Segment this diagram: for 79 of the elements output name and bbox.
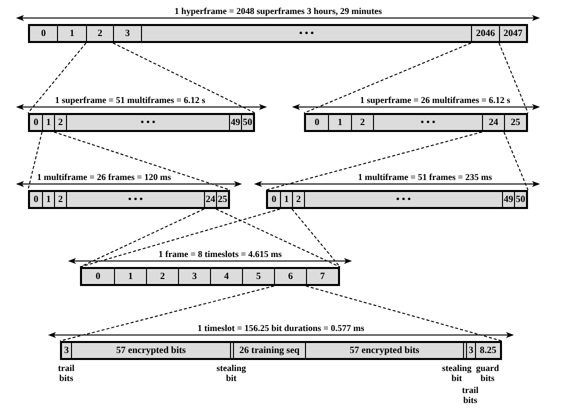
- slot-cell: • • •: [141, 24, 471, 43]
- slot-cell: 7: [306, 267, 338, 286]
- dashed-connector: [80, 208, 280, 268]
- slot-cell: 1: [114, 267, 146, 286]
- slot-cell: 0: [30, 24, 57, 43]
- duration-label: 1 multiframe = 26 frames = 120 ms: [37, 172, 171, 182]
- slot-cell: 57 encrypted bits: [71, 341, 230, 360]
- duration-label: 1 frame = 8 timeslots = 4.615 ms: [158, 249, 282, 259]
- slot-cell: 3: [178, 267, 210, 286]
- field-label: stealing bit: [216, 363, 246, 383]
- duration-label: 1 superframe = 26 multiframes = 6.12 s: [360, 95, 510, 105]
- frame-bar: [80, 267, 340, 286]
- slot-cell: 24: [204, 190, 216, 209]
- slot-cell: 3: [113, 24, 141, 43]
- duration-label: 1 superframe = 51 multiframes = 6.12 s: [55, 95, 206, 105]
- slot-cell: 2046: [471, 24, 499, 43]
- slot-cell: 50: [241, 113, 253, 132]
- slot-cell: 57 encrypted bits: [305, 341, 463, 360]
- slot-cell: 2: [54, 190, 66, 209]
- slot-cell: 1: [280, 190, 292, 209]
- slot-cell: • • •: [66, 190, 204, 209]
- dashed-connector: [216, 208, 340, 268]
- dashed-connector: [306, 286, 502, 342]
- frame-bar: [28, 190, 230, 209]
- dashed-connector: [292, 208, 340, 268]
- slot-cell: 2: [54, 113, 66, 132]
- slot-cell: 4: [210, 267, 242, 286]
- slot-cell: 26 training seq: [233, 341, 305, 360]
- frame-bar: [28, 24, 528, 43]
- slot-cell: • • •: [373, 113, 482, 132]
- dashed-connector: [112, 42, 256, 114]
- slot-cell: 2: [292, 190, 304, 209]
- slot-cell: 0: [30, 113, 42, 132]
- dashed-connector: [266, 132, 482, 190]
- slot-cell: 0: [268, 190, 280, 209]
- dashed-connector: [28, 132, 42, 190]
- slot-cell: 0: [30, 190, 42, 209]
- slot-cell: 49: [229, 113, 241, 132]
- dashed-connector: [28, 42, 86, 114]
- frame-bar: [28, 113, 255, 132]
- slot-cell: 1: [42, 190, 54, 209]
- slot-cell: 8.25: [475, 341, 500, 360]
- slot-cell: 2: [351, 113, 373, 132]
- frame-bar: [304, 113, 528, 132]
- slot-cell: 3: [466, 341, 475, 360]
- slot-cell: 25: [216, 190, 228, 209]
- slot-cell: • • •: [304, 190, 502, 209]
- slot-cell: 0: [82, 267, 114, 286]
- field-label: trail bits: [462, 385, 478, 405]
- slot-cell: 3: [62, 341, 71, 360]
- frame-bar: [266, 190, 528, 209]
- duration-label: 1 hyperframe = 2048 superframes 3 hours, 29 minutes: [174, 6, 382, 16]
- frame-bar: [60, 341, 502, 360]
- field-label: trail bits: [58, 363, 74, 383]
- field-label: guard bits: [476, 363, 500, 383]
- dashed-connector: [504, 132, 528, 190]
- slot-cell: 6: [274, 267, 306, 286]
- slot-cell: 5: [242, 267, 274, 286]
- dashed-connector: [80, 208, 204, 268]
- slot-cell: 24: [482, 113, 504, 132]
- duration-label: 1 multiframe = 51 frames = 235 ms: [358, 172, 492, 182]
- duration-label: 1 timeslot = 156.25 bit durations = 0.577 ms: [198, 323, 364, 333]
- slot-cell: 0: [306, 113, 328, 132]
- dashed-connector: [60, 286, 274, 342]
- slot-cell: 2047: [499, 24, 526, 43]
- bit-cell: [230, 341, 233, 360]
- slot-cell: 49: [502, 190, 514, 209]
- slot-cell: 25: [504, 113, 526, 132]
- slot-cell: • • •: [66, 113, 229, 132]
- slot-cell: 50: [514, 190, 526, 209]
- dashed-connector: [304, 42, 472, 114]
- slot-cell: 2: [86, 24, 113, 43]
- bit-cell: [463, 341, 466, 360]
- slot-cell: 1: [328, 113, 351, 132]
- slot-cell: 1: [42, 113, 54, 132]
- dashed-connector: [498, 42, 528, 114]
- slot-cell: 1: [57, 24, 86, 43]
- slot-cell: 2: [146, 267, 178, 286]
- dashed-connector: [54, 132, 230, 190]
